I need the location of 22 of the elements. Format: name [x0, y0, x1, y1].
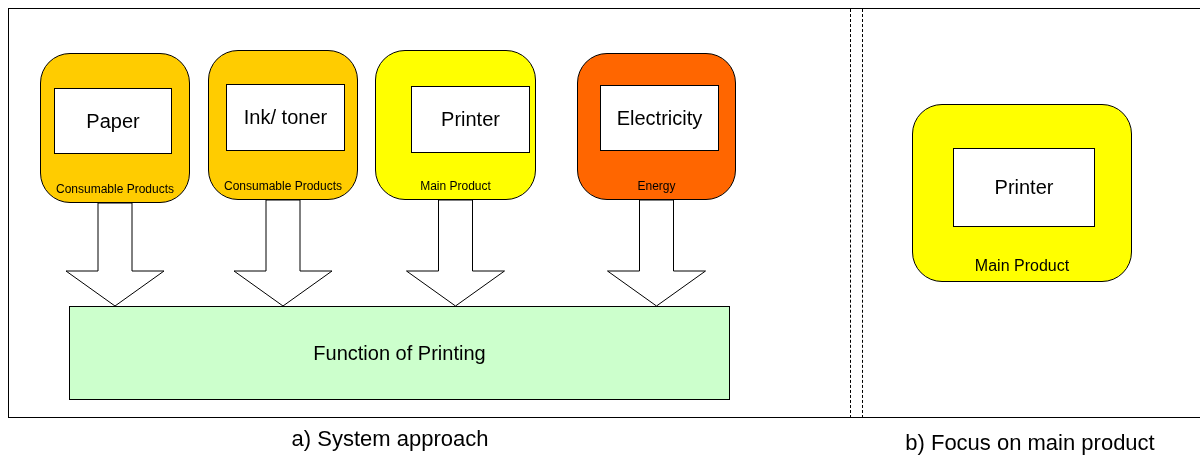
item-box: Paper — [54, 88, 172, 154]
category-rounded-box — [577, 53, 736, 200]
category-label: Consumable Products — [54, 182, 176, 196]
category-rounded-box — [40, 53, 190, 203]
category-label: Energy — [636, 179, 677, 193]
category-label: Consumable Products — [222, 179, 344, 193]
function-box: Function of Printing — [69, 306, 730, 400]
block-arrow — [233, 199, 333, 307]
item-box: Ink/ toner — [226, 84, 345, 151]
block-arrow — [65, 202, 165, 307]
item-box: Printer — [953, 148, 1095, 227]
panel-caption: a) System approach — [291, 426, 489, 452]
panel-caption: b) Focus on main product — [905, 430, 1155, 456]
category-rounded-box — [208, 50, 358, 200]
item-box: Printer — [411, 86, 530, 153]
category-label: Main Product — [973, 257, 1071, 275]
category-rounded-box — [375, 50, 536, 200]
category-rounded-box — [912, 104, 1132, 282]
category-label: Main Product — [419, 179, 492, 193]
item-box: Electricity — [600, 85, 719, 151]
block-arrow — [406, 199, 505, 307]
block-arrow — [607, 199, 706, 307]
